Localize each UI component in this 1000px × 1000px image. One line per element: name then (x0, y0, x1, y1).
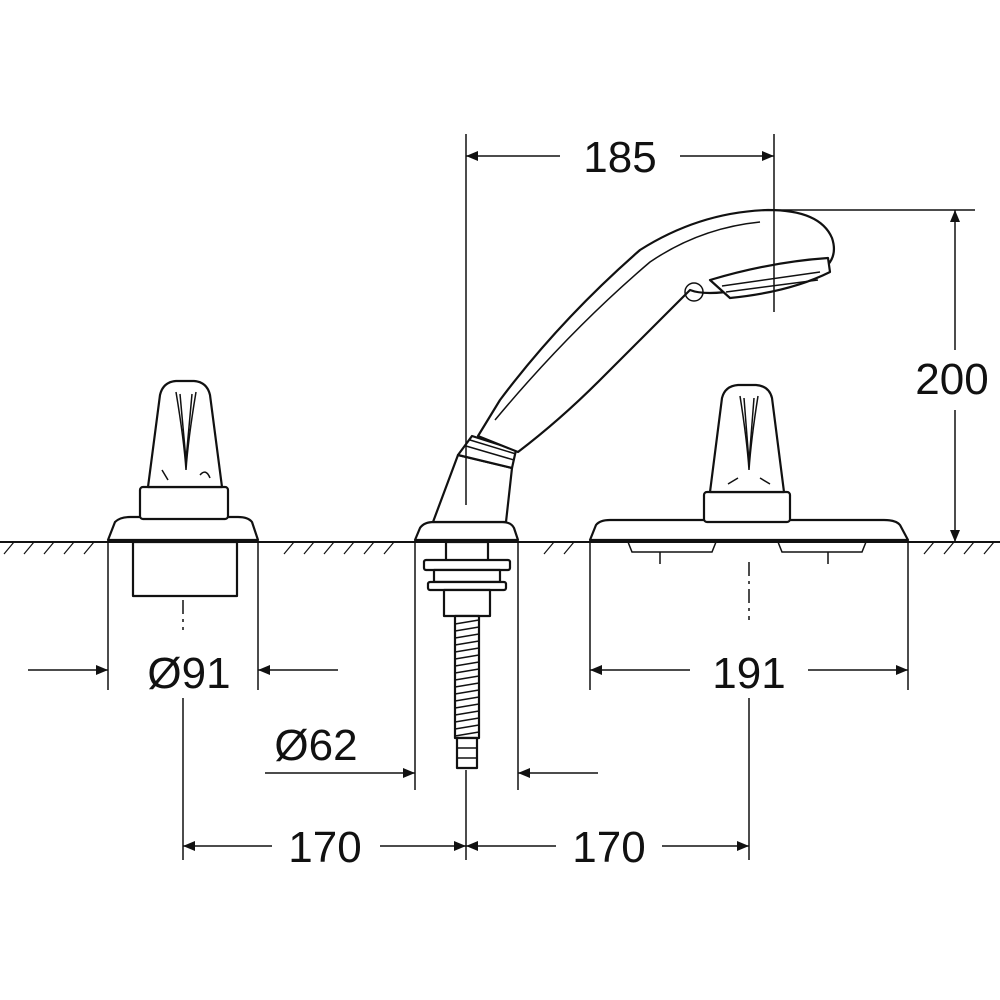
dim-label-height: 200 (915, 355, 988, 404)
dim-label-spacing-left: 170 (288, 823, 361, 872)
deck-hatching (3, 541, 995, 555)
extension-lines (107, 134, 975, 860)
dim-label-left-diameter: Ø91 (147, 649, 230, 698)
handshower-holder (413, 434, 520, 770)
dimension-arrows (28, 151, 960, 851)
dim-label-spacing-right: 170 (572, 823, 645, 872)
dim-label-center-diameter: Ø62 (274, 721, 357, 770)
right-valve (588, 383, 910, 620)
left-valve (106, 379, 260, 630)
dim-label-reach: 185 (583, 133, 656, 182)
hand-shower (476, 208, 836, 454)
hose-thread (454, 619, 480, 737)
dim-label-plate-width: 191 (712, 649, 785, 698)
